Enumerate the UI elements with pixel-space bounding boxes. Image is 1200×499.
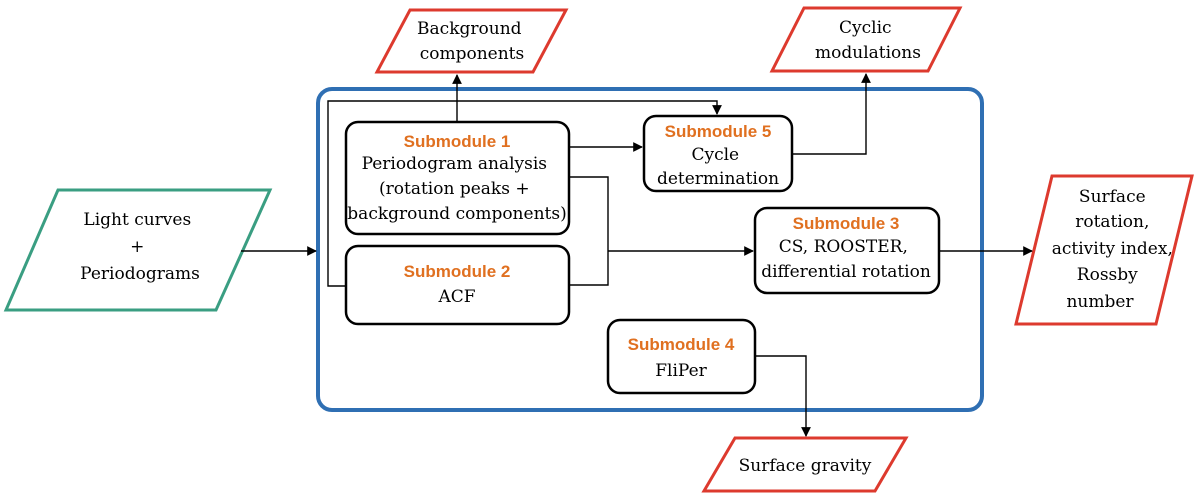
submodule-2-title: Submodule 2 <box>404 262 511 281</box>
svg-text:FliPer: FliPer <box>655 361 707 381</box>
submodule-4-title: Submodule 4 <box>628 335 735 354</box>
submodule-4-box <box>606 318 757 395</box>
svg-text:Cyclic modulations: Cyclic modulations <box>815 18 921 63</box>
submodule-4-line-1: FliPer <box>655 361 707 381</box>
svg-text:Periodogram analysis (rota: Periodogram analysis (rotation peaks + b… <box>347 154 566 224</box>
output-background-line-1: Background <box>417 19 522 39</box>
submodule-1-line-3: background components) <box>347 204 566 224</box>
input-parallelogram <box>3 188 273 312</box>
svg-text:Light curves + Periodo: Light curves + Periodograms <box>80 210 200 284</box>
svg-text:Background components: Background components <box>417 19 527 64</box>
output-rotation-line-3: activity index, <box>1052 239 1173 259</box>
submodule-1-line-2: (rotation peaks + <box>379 179 530 199</box>
arrow-sm4-to-surface-gravity <box>755 355 811 437</box>
submodule-2-line-1: ACF <box>437 287 475 307</box>
arrow-sm5-to-cyclic <box>792 73 871 155</box>
output-surface-rotation <box>1014 174 1194 326</box>
output-rotation-line-2: rotation, <box>1075 212 1149 232</box>
output-rotation-line-1: Surface <box>1079 187 1146 207</box>
connector-sm2-to-merge <box>569 251 609 286</box>
submodule-3-title: Submodule 3 <box>793 214 900 233</box>
svg-text:Cycle determination: Cycle determination <box>657 145 779 189</box>
submodule-2-box <box>344 244 571 326</box>
connector-sm1-to-merge <box>569 176 609 251</box>
output-gravity-line-1: Surface gravity <box>739 456 872 476</box>
svg-text:Surface gravity: Surface gravity <box>739 456 872 476</box>
submodule-1-title: Submodule 1 <box>404 132 511 151</box>
submodule-5-line-1: Cycle <box>691 145 739 165</box>
connector-entry-loop <box>327 100 722 287</box>
output-cyclic-line-2: modulations <box>815 43 921 63</box>
output-cyclic-modulations <box>769 6 963 73</box>
submodule-1-line-1: Periodogram analysis <box>362 154 547 174</box>
output-surface-gravity <box>701 436 909 493</box>
input-line-3: Periodograms <box>80 264 200 284</box>
svg-text:Surface rotation, acti: Surface rotation, activity index, Rossby… <box>1052 187 1179 312</box>
input-line-1: Light curves <box>83 210 191 230</box>
output-rotation-line-4: Rossby <box>1077 265 1138 285</box>
output-cyclic-line-1: Cyclic <box>839 18 892 38</box>
module-container <box>316 87 984 412</box>
svg-text:CS, ROOSTER, differential: CS, ROOSTER, differential rotation <box>761 237 931 282</box>
output-rotation-line-5: number <box>1066 292 1134 312</box>
submodule-3-line-2: differential rotation <box>761 262 931 282</box>
input-line-2: + <box>130 237 144 257</box>
submodule-5-line-2: determination <box>657 169 779 189</box>
submodule-5-title: Submodule 5 <box>665 122 772 141</box>
svg-text:ACF: ACF <box>437 287 475 307</box>
output-background-line-2: components <box>420 44 525 64</box>
output-background-components <box>374 8 569 74</box>
submodule-3-line-1: CS, ROOSTER, <box>779 237 908 257</box>
